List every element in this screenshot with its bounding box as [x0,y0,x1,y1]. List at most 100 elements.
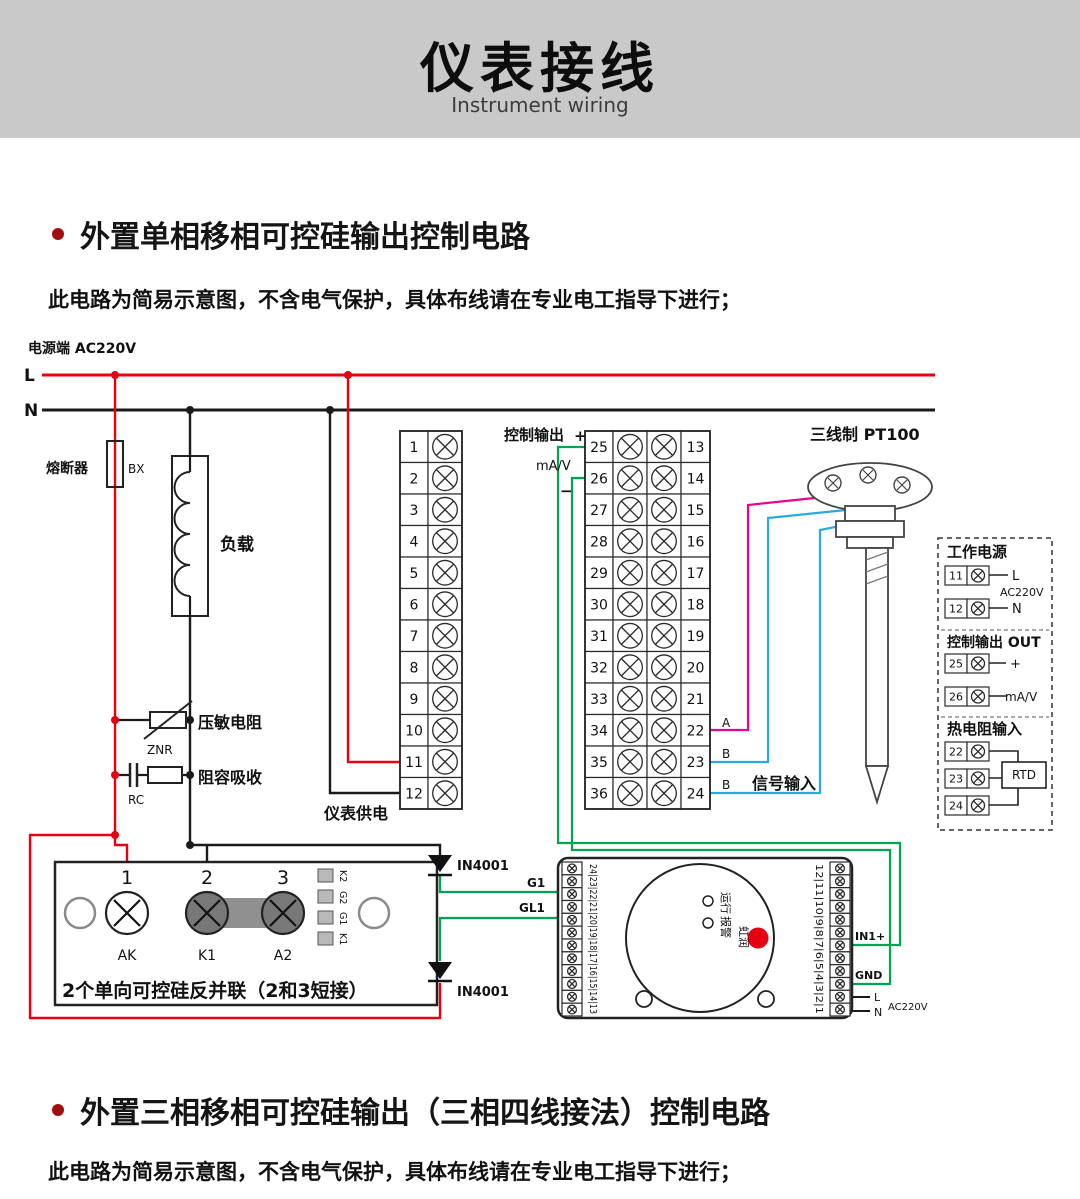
terminal-number-cell [680,682,711,716]
labels: 电源端 AC220V L N 熔断器 BX 负载 压敏电阻 ZNR 阻容吸收 R… [24,340,928,1019]
page-title: 仪表接线 [420,37,660,100]
screw-icon [432,591,458,618]
bullet-icon [52,1104,64,1116]
brand-logo [747,927,769,949]
terminal-number: 32 [590,660,608,676]
wire-trigger-power-stubs [852,996,870,1012]
gate-strip-cell [317,910,334,925]
mounting-hole [63,896,97,930]
terminal-number: 34 [590,723,608,739]
scr-terminal-label: A2 [274,948,292,964]
diode2-label: IN4001 [457,985,509,1000]
screw-cross [836,967,844,975]
cap-bolt-cross [862,469,874,481]
mid-block-border [584,430,711,810]
control-output-label: 控制输出 [504,426,564,444]
run-indicator [702,895,714,907]
terminal-number: 2 [410,471,419,487]
screw-icon [834,940,846,951]
screw-icon [566,863,578,874]
screw-cross [568,967,576,975]
screw-icon [432,748,458,775]
screw-icon [566,876,578,887]
screw-icon [834,1004,846,1015]
screw-cross [435,626,455,646]
terminal-number: 20 [687,660,705,676]
cap-bolt-cross [896,479,908,491]
scr-terminal-label: AK [118,948,138,964]
brand-label: 虹润 [737,926,751,948]
terminal-screw-cell [646,745,682,779]
screw-cross [620,657,640,677]
trigger-terminal-strips [561,861,851,1017]
screw-cross [972,691,984,702]
screw-icon [566,966,578,977]
panel-power-n: N [1012,602,1022,617]
terminal-number: 36 [590,786,608,802]
terminal-number: 19 [687,629,705,645]
wire-fuse-drop [113,375,129,862]
screw-cross [654,657,674,677]
line-n-label: N [24,401,38,421]
gnd-label: GND [855,969,882,982]
terminal-number: 23 [949,772,963,785]
terminal-number: 5 [410,566,419,582]
screw-icon [834,991,846,1002]
rtd-wiring [989,750,1019,806]
junction-dot [326,406,334,414]
terminal-number: 24 [949,799,963,812]
screw-cross [836,1005,844,1014]
scr-terminal-label: K1 [198,948,216,964]
diode-triangle [428,962,452,979]
terminal-number: 29 [590,566,608,582]
screw-icon [651,748,677,775]
trigger-face [625,863,775,1013]
screw-icon [970,656,986,671]
screw-cross [836,890,844,898]
probe-tip [864,765,890,806]
screw-cross [193,899,221,927]
diode1-label: IN4001 [457,859,509,874]
gate-strip-label: G2 [337,891,348,904]
scr-terminal-1 [104,890,150,936]
terminal-number: 4 [410,534,419,550]
screw-cross [654,783,674,803]
terminal-number: 31 [590,629,608,645]
screw-cross [620,500,640,520]
screw-cross [654,500,674,520]
screw-icon [432,528,458,555]
mounting-hole [635,990,653,1008]
alarm-indicator [702,917,714,929]
run-label: 运行 [719,892,732,914]
terminal-number-cell [584,682,614,716]
screw-cross [654,531,674,551]
screw-cross [568,1005,576,1014]
screw-icon [432,433,458,460]
screw-icon [970,689,986,704]
wire-load-to-diode [190,843,442,855]
screw-cross [620,689,640,709]
screw-cross [836,928,844,937]
screw-icon [834,978,846,989]
line-l-label: L [24,366,35,386]
screw-icon [834,863,846,874]
wire-red-bottom-loop [28,833,442,1020]
screw-cross [654,437,674,457]
left-block-border [399,430,463,810]
junction-dot [111,831,119,839]
terminal-number: 13 [687,440,705,456]
screw-icon [432,496,458,523]
screw-icon [834,927,846,938]
signal-a-label: A [722,716,731,730]
screw-cross [568,890,576,898]
fuse-code: BX [128,462,144,476]
screw-cross [972,773,984,784]
junction-dot [186,406,194,414]
junction-dot [344,371,352,379]
screw-icon [651,528,677,555]
diode-bottom [428,962,452,983]
